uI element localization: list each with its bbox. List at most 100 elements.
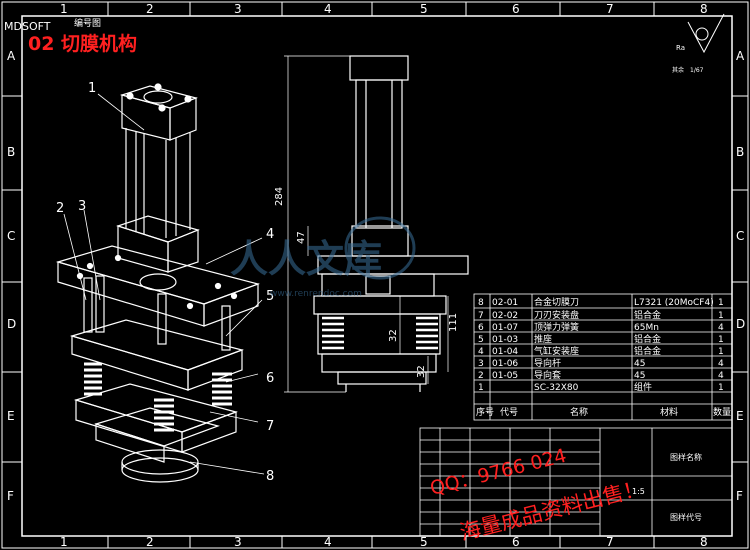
svg-text:6: 6 — [478, 323, 484, 333]
row-label: E — [7, 409, 15, 423]
svg-text:01-05: 01-05 — [492, 371, 518, 381]
isometric-assembly — [55, 83, 260, 483]
row-label: D — [7, 317, 16, 331]
corner-label: MDSOFT — [4, 20, 51, 33]
row-label: F — [736, 489, 743, 503]
svg-text:SC-32X80: SC-32X80 — [534, 383, 579, 393]
row-label: D — [736, 317, 745, 331]
svg-text:铝合金: 铝合金 — [634, 345, 661, 357]
row-ticks — [2, 95, 748, 463]
drawing-code-label: 图样代号 — [670, 512, 702, 522]
row-label: C — [7, 229, 15, 243]
svg-text:导向套: 导向套 — [534, 369, 561, 381]
dim-spring-a: 32 — [388, 329, 399, 342]
svg-text:2: 2 — [478, 371, 484, 381]
title-block — [419, 427, 733, 537]
callout-8: 8 — [266, 469, 274, 484]
row-label: A — [736, 49, 745, 63]
col-label: 8 — [700, 535, 708, 549]
dim-spring-b: 32 — [416, 365, 427, 378]
svg-text:1: 1 — [718, 311, 724, 321]
col-label: 8 — [700, 2, 708, 16]
svg-text:1/67: 1/67 — [690, 67, 704, 74]
svg-text:4: 4 — [718, 359, 724, 369]
col-label: 5 — [420, 535, 428, 549]
svg-text:材料: 材料 — [660, 406, 678, 418]
callout-6: 6 — [266, 371, 274, 386]
callout-5: 5 — [266, 289, 274, 304]
svg-text:气缸安装座: 气缸安装座 — [534, 345, 579, 357]
svg-text:序号: 序号 — [476, 406, 494, 418]
svg-text:3: 3 — [478, 359, 484, 369]
svg-text:8: 8 — [478, 298, 484, 308]
col-label: 7 — [606, 2, 614, 16]
col-label: 1 — [60, 535, 68, 549]
svg-text:01-07: 01-07 — [492, 323, 518, 333]
scale-label: 1:5 — [632, 487, 645, 496]
col-label: 4 — [324, 535, 332, 549]
svg-text:数量: 数量 — [713, 406, 731, 418]
page-title: 02 切膜机构 — [28, 32, 137, 55]
svg-text:人人文库: 人人文库 — [230, 237, 382, 281]
drawing-name-label: 图样名称 — [670, 452, 702, 462]
col-label: 3 — [234, 2, 242, 16]
roughness-symbol: Ra 其余 1/67 — [672, 13, 725, 74]
callout-4: 4 — [266, 227, 274, 242]
springs — [84, 362, 232, 432]
inner-frame — [21, 15, 733, 537]
svg-text:Ra: Ra — [676, 44, 685, 52]
svg-text:1: 1 — [718, 383, 724, 393]
bom-rows: 8 02-01 合金切膜刀 L7321 (20MoCF4) 1 7 02-02 … — [476, 296, 731, 418]
row-label: B — [7, 145, 15, 159]
svg-text:1: 1 — [718, 335, 724, 345]
svg-text:02-01: 02-01 — [492, 298, 518, 308]
column-ticks — [107, 2, 655, 548]
row-label: F — [7, 489, 14, 503]
svg-text:7: 7 — [478, 311, 484, 321]
svg-text:名称: 名称 — [570, 406, 588, 418]
callout-7: 7 — [266, 419, 274, 434]
svg-text:刀刃安装盘: 刀刃安装盘 — [534, 309, 579, 321]
callout-3: 3 — [78, 199, 86, 214]
col-label: 4 — [324, 2, 332, 16]
col-label: 3 — [234, 535, 242, 549]
front-view — [313, 55, 469, 392]
col-label: 5 — [420, 2, 428, 16]
svg-text:01-04: 01-04 — [492, 347, 518, 357]
svg-text:推座: 推座 — [534, 333, 552, 345]
svg-text:4: 4 — [718, 323, 724, 333]
svg-text:其余: 其余 — [672, 66, 684, 74]
col-label: 6 — [512, 2, 520, 16]
row-label: A — [7, 49, 16, 63]
qq-watermark: QQ：9766 024 — [428, 445, 569, 500]
svg-text:1: 1 — [478, 383, 484, 393]
svg-text:4: 4 — [718, 371, 724, 381]
svg-text:www.renrendoc.com: www.renrendoc.com — [270, 289, 362, 299]
col-label: 7 — [606, 535, 614, 549]
svg-text:代号: 代号 — [500, 407, 518, 418]
col-label: 6 — [512, 535, 520, 549]
callout-leaders — [63, 93, 265, 475]
svg-text:5: 5 — [478, 335, 484, 345]
svg-text:45: 45 — [634, 359, 645, 369]
col-label: 2 — [146, 535, 154, 549]
dim-overall-height: 284 — [274, 187, 285, 206]
corner-sub: 编号图 — [74, 17, 101, 29]
svg-text:1: 1 — [718, 298, 724, 308]
col-label: 2 — [146, 2, 154, 16]
svg-text:02-02: 02-02 — [492, 311, 518, 321]
site-watermark: 人人文库 www.renrendoc.com — [230, 216, 416, 299]
svg-text:01-03: 01-03 — [492, 335, 518, 345]
svg-text:合金切膜刀: 合金切膜刀 — [534, 296, 579, 308]
callout-1: 1 — [88, 81, 96, 96]
svg-text:1: 1 — [718, 347, 724, 357]
svg-text:铝合金: 铝合金 — [634, 333, 661, 345]
svg-text:45: 45 — [634, 371, 645, 381]
dimension-lines — [284, 55, 449, 393]
dim-upper: 47 — [296, 231, 307, 244]
svg-text:4: 4 — [478, 347, 484, 357]
dim-stroke: 111 — [448, 313, 459, 332]
svg-text:导向杆: 导向杆 — [534, 357, 561, 369]
